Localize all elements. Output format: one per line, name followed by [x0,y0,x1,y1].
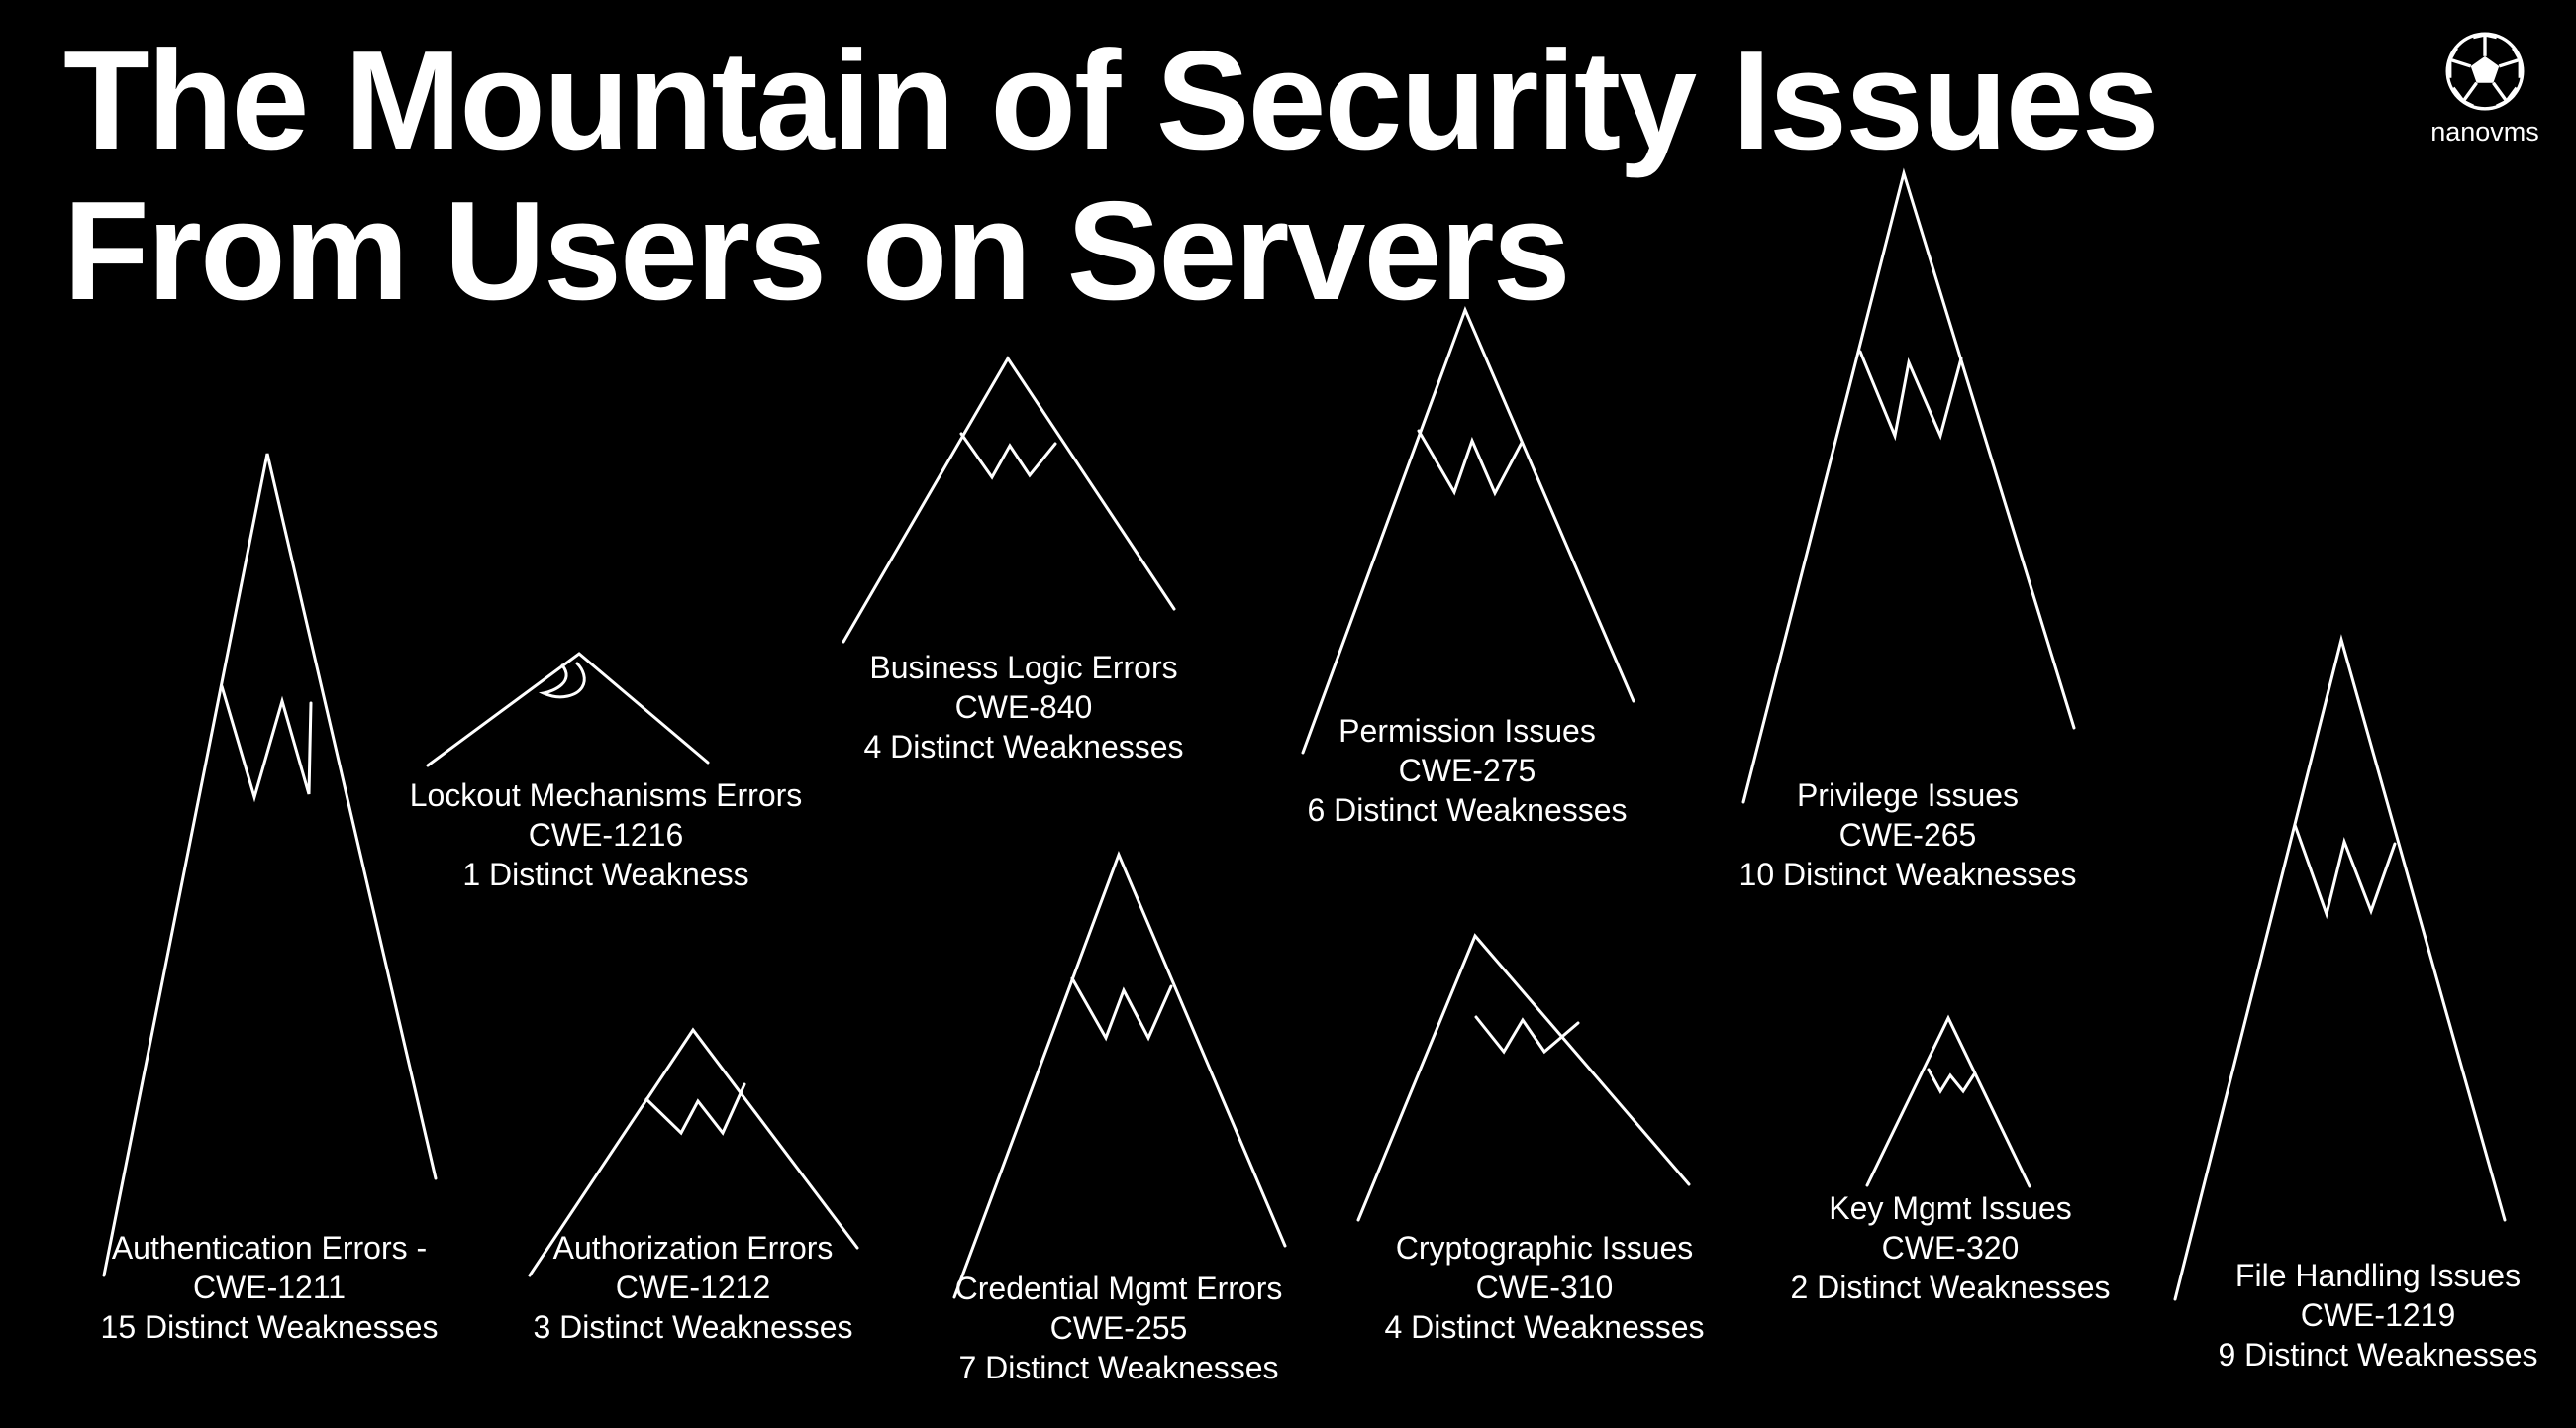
mountain-cwe: CWE-310 [1475,1270,1614,1305]
mountain-count: 6 Distinct Weaknesses [1307,792,1628,828]
mountain-count: 10 Distinct Weaknesses [1738,857,2077,892]
mountain-count: 4 Distinct Weaknesses [1384,1309,1705,1345]
mountain-name: Key Mgmt Issues [1829,1190,2072,1226]
page-title: The Mountain of Security Issues From Use… [63,22,2160,330]
mountain-7 [1356,933,1691,1222]
snow-cap [644,1082,746,1136]
mountain-count: 7 Distinct Weaknesses [958,1350,1279,1385]
mountain-count: 1 Distinct Weakness [462,857,749,892]
mountain-10 [2173,634,2507,1301]
title-line-1: The Mountain of Security Issues [63,22,2160,179]
mountain-cwe: CWE-275 [1398,753,1536,788]
snow-cap [1858,350,1963,442]
mountain-name: File Handling Issues [2234,1258,2522,1293]
mountain-name: Cryptographic Issues [1395,1230,1694,1266]
mountain-outline [426,652,710,767]
mountain-outline [952,850,1287,1299]
mountain-name: Permission Issues [1338,713,1596,749]
mountain-8 [1741,167,2076,804]
mountain-cwe: CWE-1212 [615,1270,771,1305]
mountain-outline [842,356,1176,644]
mountain-count: 4 Distinct Weaknesses [863,729,1184,765]
snow-cap [1417,429,1524,497]
logo-text: nanovms [2430,117,2539,147]
mountain-3 [528,1027,859,1277]
mountain-cwe: CWE-1219 [2300,1297,2456,1333]
mountain-count: 2 Distinct Weaknesses [1790,1270,2111,1305]
mountain-cwe: CWE-840 [954,689,1093,725]
mountain-count: 9 Distinct Weaknesses [2218,1337,2538,1373]
mountain-name: Business Logic Errors [869,650,1178,685]
snow-cap [2293,823,2397,920]
mountain-9 [1865,1014,2031,1188]
mountain-outline [1356,933,1691,1222]
mountain-cwe: CWE-255 [1049,1310,1188,1346]
mountain-5 [952,850,1287,1299]
mountain-outline [1301,305,1635,755]
mountain-cwe: CWE-320 [1881,1230,2020,1266]
nanovms-logo: nanovms [2416,30,2554,158]
mountain-cwe: CWE-1211 [192,1270,347,1305]
mountain-4 [842,356,1176,644]
snow-cap [538,662,586,699]
mountain-name: Lockout Mechanisms Errors [409,777,803,813]
mountain-outline [528,1027,859,1277]
snow-cap [220,684,313,803]
mountain-outline [2173,634,2507,1301]
mountain-name: Authentication Errors - [111,1230,428,1266]
mountain-count: 3 Distinct Weaknesses [533,1309,853,1345]
soccer-ball-icon [2445,32,2525,111]
mountain-name: Credential Mgmt Errors [954,1271,1283,1306]
snow-cap [1474,1015,1580,1055]
mountain-name: Privilege Issues [1796,777,2020,813]
mountain-2 [426,652,710,767]
mountain-label-1: Authentication Errors - CWE-1211 15 Distin… [22,1228,517,1347]
mountain-1 [102,453,438,1277]
mountain-outline [102,453,438,1277]
snow-cap [1927,1068,1976,1094]
title-line-2: From Users on Servers [63,172,1571,330]
mountain-cwe: CWE-265 [1838,817,1977,853]
mountain-6 [1301,305,1635,755]
snow-cap [1070,976,1173,1042]
mountain-outline [1865,1014,2031,1188]
mountain-count: 15 Distinct Weaknesses [100,1309,439,1345]
mountain-name: Authorization Errors [552,1230,834,1266]
mountain-outline [1741,167,2076,804]
snow-cap [959,432,1057,480]
mountain-cwe: CWE-1216 [528,817,684,853]
